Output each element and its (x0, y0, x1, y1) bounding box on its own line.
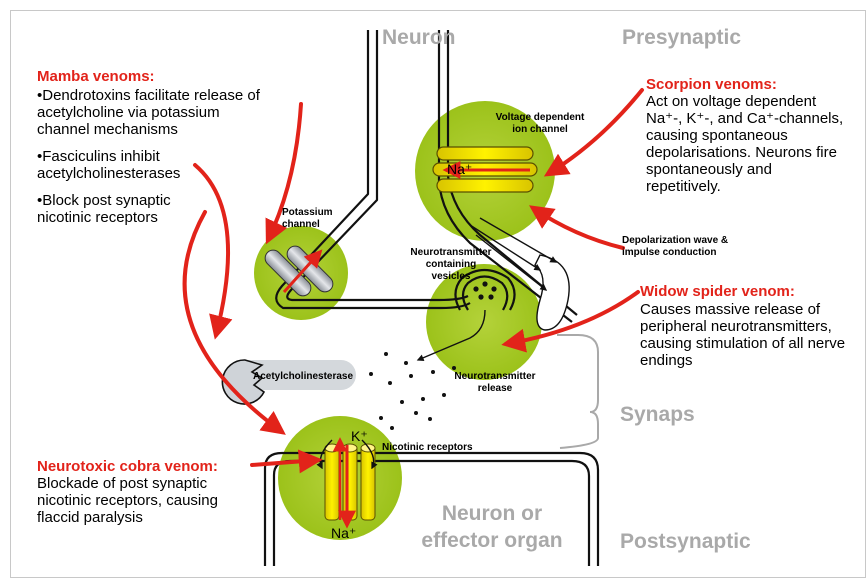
label-na-top: Na⁺ (447, 161, 472, 178)
cobra-title: Neurotoxic cobra venom: (37, 458, 218, 475)
nicotinic-receptor (320, 440, 375, 525)
label-vesicles: Neurotransmitter containing vesicles (396, 247, 506, 283)
label-acetylcholinesterase: Acetylcholinesterase (253, 371, 353, 383)
label-neuron: Neuron (382, 26, 456, 50)
label-na-bottom: Na⁺ (331, 525, 356, 542)
widow-title: Widow spider venom: (640, 283, 795, 300)
label-neuron-or-effector: Neuron or effector organ (412, 500, 572, 554)
label-synaps: Synaps (620, 403, 695, 427)
cobra-description: Blockade of post synaptic nicotinic rece… (37, 475, 218, 526)
mamba-description: •Dendrotoxins facilitate release of acet… (37, 87, 260, 226)
scorpion-description: Act on voltage dependent Na⁺-, K⁺-, and … (646, 93, 843, 195)
label-potassium-channel: Potassium channel (282, 207, 333, 231)
label-nicotinic: Nicotinic receptors (382, 442, 473, 454)
label-presynaptic: Presynaptic (622, 26, 741, 50)
label-nt-release: Neurotransmitter release (440, 371, 550, 395)
label-voltage-channel: Voltage dependent ion channel (480, 112, 600, 136)
mamba-title: Mamba venoms: (37, 68, 155, 85)
widow-description: Causes massive release of peripheral neu… (640, 301, 845, 369)
scorpion-title: Scorpion venoms: (646, 76, 777, 93)
synaps-brace (557, 335, 598, 448)
nerve-terminal-bulge (535, 255, 569, 330)
label-depolarization: Depolarization wave & impulse conduction (622, 235, 728, 259)
label-postsynaptic: Postsynaptic (620, 530, 751, 554)
label-k-plus: K⁺ (351, 428, 368, 445)
